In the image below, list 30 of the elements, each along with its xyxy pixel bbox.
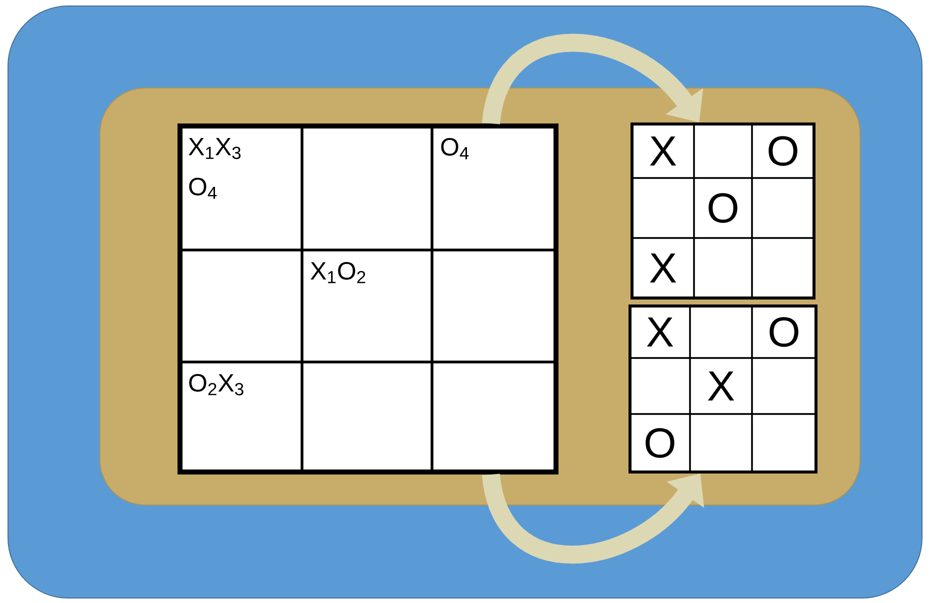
grid-cell [300, 360, 434, 474]
curved-arrow [482, 34, 704, 126]
grid-cell: O [629, 413, 691, 473]
grid-cell [430, 248, 558, 364]
grid-cell: X [631, 237, 695, 299]
grid-cell [629, 357, 691, 415]
grid-cell: X$_{1}$X$_{3}$ O$_{4}$ [178, 124, 304, 252]
grid-cell: O$_{2}$X$_{3}$ [178, 360, 304, 474]
grid-board [178, 124, 558, 474]
grid-cell [751, 413, 817, 473]
grid-cell [693, 237, 753, 299]
grid-cell [693, 123, 753, 179]
grid-cell [178, 248, 304, 364]
grid-cell [751, 357, 817, 415]
grid-cell [631, 177, 695, 239]
grid-cell: X$_{1}$O$_{2}$ [300, 248, 434, 364]
grid-cell: O [751, 305, 817, 359]
grid-cell: O [693, 177, 753, 239]
grid-cell [751, 237, 815, 299]
grid-board [628, 304, 818, 474]
grid-cell: X [631, 123, 695, 179]
grid-cell: X [629, 305, 691, 359]
grid-cell: O$_{4}$ [430, 124, 558, 252]
grid-cell [689, 413, 753, 473]
grid-cell: X [689, 357, 753, 415]
grid-cell: O [751, 123, 815, 179]
grid-cell [300, 124, 434, 252]
grid-board [630, 122, 816, 300]
grid-cell [689, 305, 753, 359]
grid-cell [751, 177, 815, 239]
